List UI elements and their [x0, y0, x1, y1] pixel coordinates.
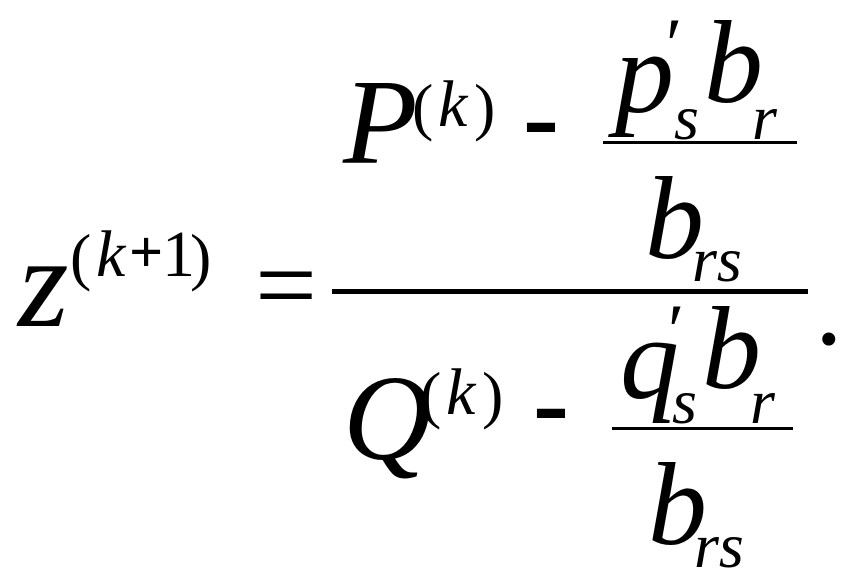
numerator-open-paren: (: [412, 71, 434, 142]
denominator-open-paren: (: [420, 359, 442, 430]
denominator-Q: Q: [343, 351, 432, 486]
denominator-inner-fraction-bar: [612, 427, 793, 430]
denominator-prime: ′: [668, 290, 685, 372]
lhs-exponent-plus: +: [129, 219, 164, 285]
numerator-b-bottom: b: [645, 153, 704, 284]
denominator-b-top: b: [702, 283, 761, 414]
equals-sign: =: [255, 224, 318, 346]
numerator-sub-r: r: [752, 82, 777, 153]
numerator-sub-rs: rs: [692, 224, 742, 295]
denominator-minus: -: [533, 344, 569, 463]
numerator-p: p: [615, 7, 674, 138]
numerator-index-k: k: [438, 68, 468, 141]
denominator-index-k: k: [446, 356, 476, 429]
denominator-sub-s: s: [672, 366, 697, 437]
period: .: [815, 246, 843, 368]
numerator-b-top: b: [704, 0, 763, 128]
lhs-exponent-1: 1: [162, 218, 195, 291]
denominator-b-bottom: b: [648, 439, 707, 570]
lhs-z: z: [18, 211, 69, 355]
main-fraction-bar: [332, 289, 808, 294]
numerator-close-paren: ): [474, 71, 496, 142]
numerator-sub-s: s: [674, 82, 699, 153]
lhs-exponent-k: k: [96, 218, 126, 291]
lhs-open-paren: (: [70, 221, 92, 292]
denominator-q: q: [620, 293, 679, 424]
denominator-sub-r: r: [750, 366, 775, 437]
denominator-close-paren: ): [482, 359, 504, 430]
numerator-inner-fraction-bar: [603, 141, 797, 144]
denominator-sub-rs: rs: [694, 510, 744, 581]
lhs-close-paren: ): [190, 221, 212, 292]
numerator-P: P: [343, 55, 418, 190]
numerator-minus: -: [523, 58, 559, 177]
numerator-prime: ′: [666, 4, 683, 86]
